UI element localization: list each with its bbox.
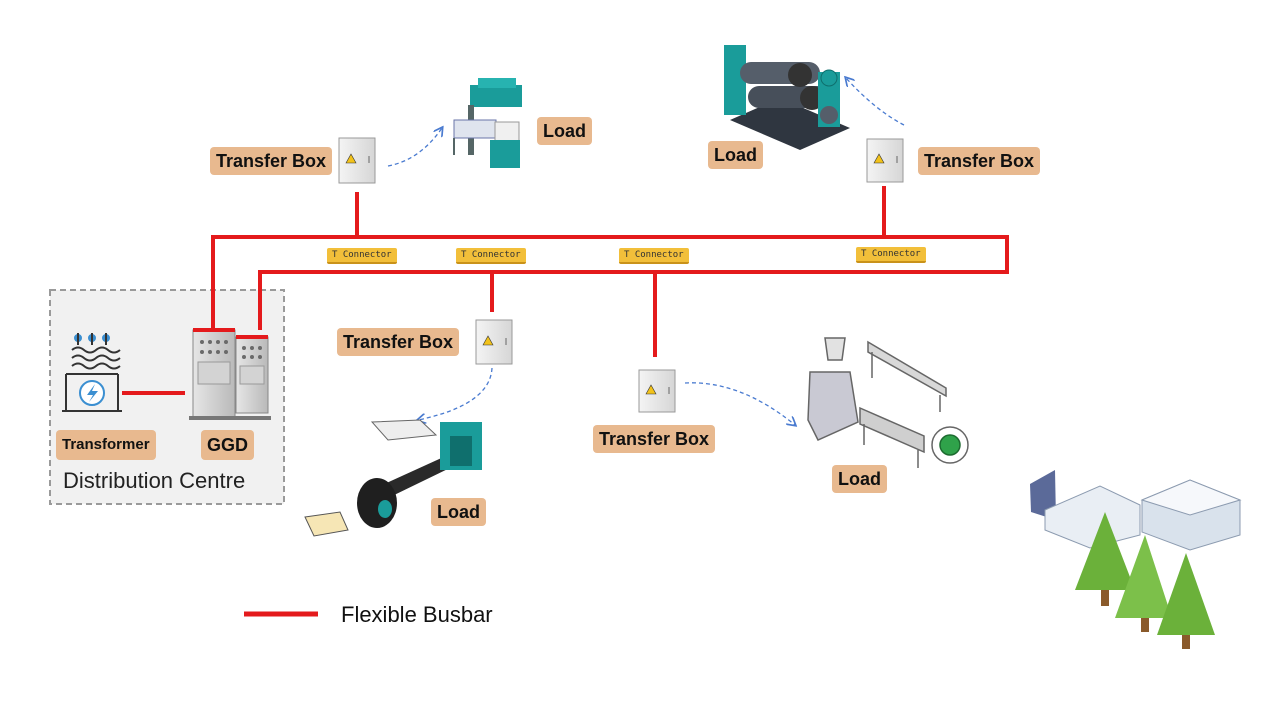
tree-icon xyxy=(1075,512,1215,649)
arrow-4 xyxy=(684,382,795,425)
arrow-1 xyxy=(387,128,442,167)
transfer-box-icon-4 xyxy=(638,369,676,413)
arrow-2 xyxy=(846,78,905,126)
t-connector-2: T Connector xyxy=(456,248,526,264)
transformer-icon xyxy=(62,333,122,412)
busbar-outer-loop xyxy=(211,235,1009,330)
transformer-label: Transformer xyxy=(56,430,156,460)
transfer-box-icon-3 xyxy=(475,319,513,365)
t-connector-3: T Connector xyxy=(619,248,689,264)
transfer-box-icon-2 xyxy=(866,138,904,183)
load-label-2: Load xyxy=(708,141,763,169)
ggd-label: GGD xyxy=(201,430,255,460)
transfer-box-label-2: Transfer Box xyxy=(918,147,1041,175)
transfer-box-icon-1 xyxy=(338,137,376,184)
extruder-line-icon xyxy=(807,337,969,468)
busbar-network xyxy=(122,186,1009,395)
arrow-3 xyxy=(418,367,493,420)
press-machine-icon xyxy=(453,78,522,168)
roller-machine-icon xyxy=(724,45,850,150)
ggd-cabinet-icon xyxy=(189,328,271,420)
load-label-3: Load xyxy=(431,498,486,526)
distribution-centre-caption: Distribution Centre xyxy=(63,468,246,493)
transfer-box-label-3: Transfer Box xyxy=(337,328,460,356)
t-connector-4: T Connector xyxy=(856,247,926,263)
load-label-1: Load xyxy=(537,117,592,145)
load-label-4: Load xyxy=(832,465,887,493)
legend-label: Flexible Busbar xyxy=(341,602,493,627)
transfer-box-label-4: Transfer Box xyxy=(593,425,716,453)
factory-icon xyxy=(1030,470,1242,551)
transfer-box-label-1: Transfer Box xyxy=(210,147,333,175)
conveyor-machine-icon xyxy=(304,419,482,537)
t-connector-1: T Connector xyxy=(327,248,397,264)
supply-arrows xyxy=(387,78,905,425)
